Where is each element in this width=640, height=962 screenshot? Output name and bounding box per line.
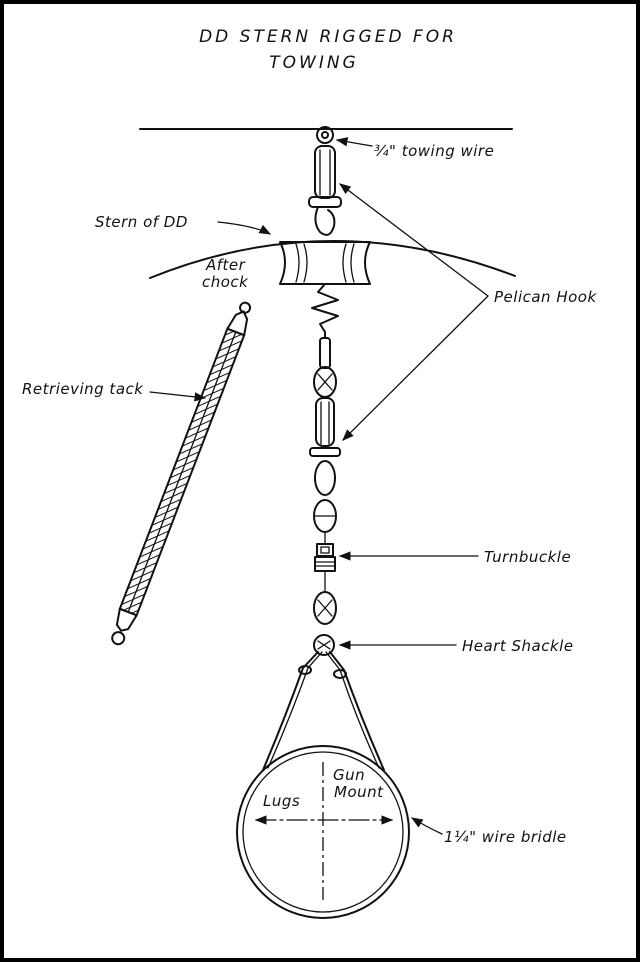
stern-leader xyxy=(217,221,272,235)
upper-pelican-hook xyxy=(308,126,342,236)
turnbuckle xyxy=(314,543,336,593)
after-chock xyxy=(279,241,371,285)
chain-assembly xyxy=(309,337,341,545)
label-chock: chock xyxy=(202,273,249,291)
retrieving-leader xyxy=(149,391,207,402)
lower-chain-link xyxy=(313,591,337,625)
title-line-1: DD STERN RIGGED FOR xyxy=(199,27,457,47)
chock-wire-zigzag xyxy=(311,283,339,339)
label-mount: Mount xyxy=(334,783,384,801)
bridle-leader xyxy=(411,817,443,835)
towing-rig-diagram: DD STERN RIGGED FOR TOWING xyxy=(22,27,597,919)
gun-mount-ring xyxy=(236,745,410,919)
retrieving-tack xyxy=(111,301,252,646)
label-heart-shackle: Heart Shackle xyxy=(462,637,574,655)
label-pelican-hook: Pelican Hook xyxy=(494,288,597,306)
label-lugs: Lugs xyxy=(263,792,300,810)
wire-bridle xyxy=(262,651,385,771)
label-wire-bridle: 1¼" wire bridle xyxy=(444,828,567,846)
heart-shackle xyxy=(313,634,335,656)
label-turnbuckle: Turnbuckle xyxy=(484,548,571,566)
label-retrieving-tack: Retrieving tack xyxy=(22,380,144,398)
label-stern: Stern of DD xyxy=(95,213,188,231)
label-gun: Gun xyxy=(333,766,365,784)
title-line-2: TOWING xyxy=(269,53,358,73)
pelican-leader-lower xyxy=(342,295,489,441)
pelican-leader-upper xyxy=(339,183,489,297)
label-towing-wire: ¾" towing wire xyxy=(374,142,494,160)
label-after: After xyxy=(205,256,246,274)
towing-wire-leader xyxy=(335,137,373,147)
